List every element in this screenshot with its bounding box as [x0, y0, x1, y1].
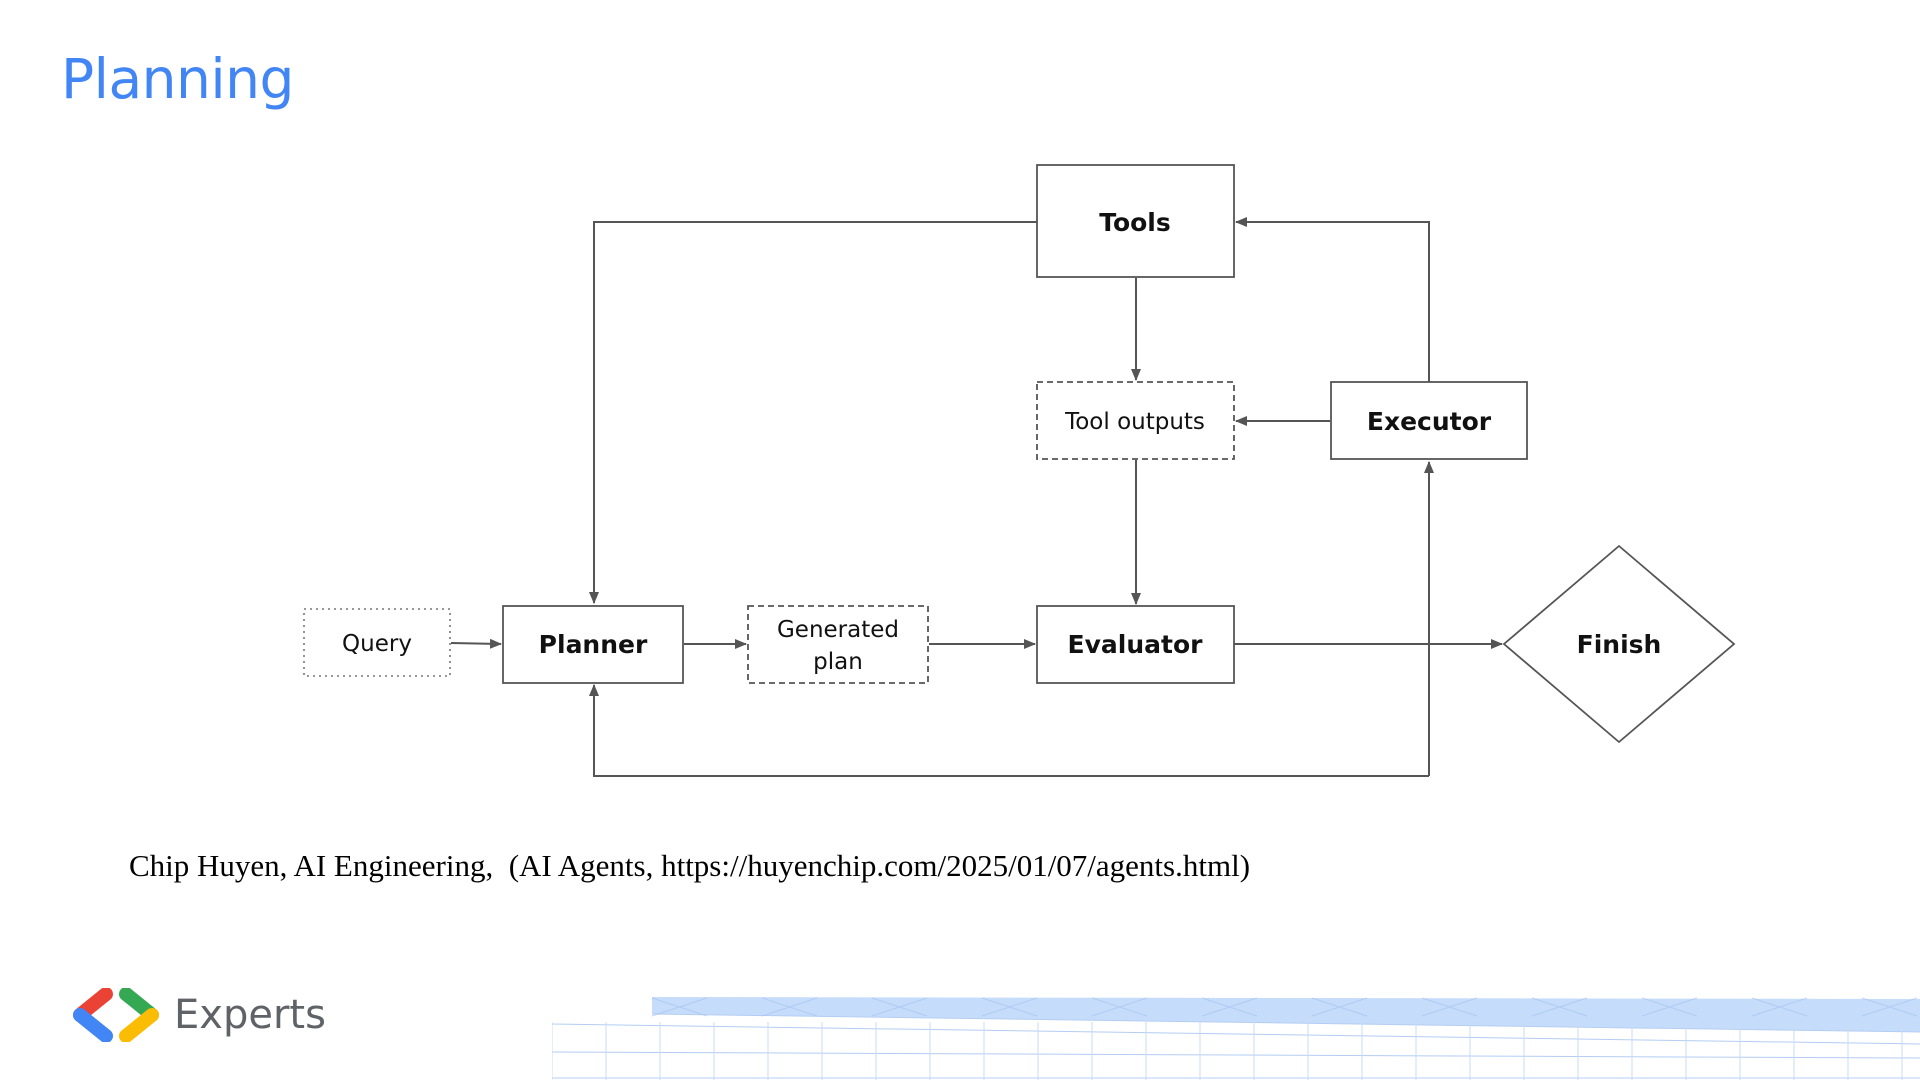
node-executor-label: Executor — [1367, 407, 1492, 436]
band-diagonal-pattern — [871, 997, 928, 1017]
edge-executor-to-tools — [1235, 217, 1430, 382]
citation-text: Chip Huyen, AI Engineering, (AI Agents, … — [129, 848, 1251, 883]
node-planner-label: Planner — [539, 630, 648, 659]
edge-tools-to-planner — [589, 221, 1037, 604]
slide-title: Planning — [61, 47, 294, 111]
band-diagonal-pattern — [1311, 997, 1368, 1017]
footer-brand: Experts — [174, 992, 326, 1038]
band-diagonal-pattern — [981, 997, 1038, 1017]
node-evaluator: Evaluator — [1036, 605, 1235, 684]
node-generated-plan-label-line2: plan — [813, 649, 863, 675]
band-diagonal-pattern — [1531, 997, 1588, 1017]
google-developers-chevrons-icon — [73, 988, 159, 1042]
band-diagonal-pattern — [761, 997, 818, 1017]
band-diagonal-pattern — [1091, 997, 1148, 1017]
node-tools-label: Tools — [1099, 208, 1171, 237]
node-tools: Tools — [1036, 164, 1235, 278]
band-diagonal-pattern — [1861, 997, 1918, 1017]
node-finish-label: Finish — [1577, 630, 1662, 659]
edge-query-to-planner — [450, 638, 502, 649]
edge-loop-to-planner — [589, 684, 1429, 777]
band-diagonal-pattern — [651, 997, 708, 1017]
band-diagonal-pattern — [1751, 997, 1808, 1017]
node-query-label: Query — [342, 631, 412, 657]
node-finish: Finish — [1502, 544, 1736, 744]
node-evaluator-label: Evaluator — [1068, 630, 1204, 659]
node-tool-outputs: Tool outputs — [1036, 381, 1235, 460]
node-planner: Planner — [502, 605, 684, 684]
band-diagonal-pattern — [1641, 997, 1698, 1017]
band-diagonal-pattern — [1421, 997, 1478, 1017]
node-tool-outputs-label: Tool outputs — [1064, 409, 1205, 435]
node-executor: Executor — [1330, 381, 1528, 460]
node-generated-plan-label-line1: Generated — [777, 617, 899, 643]
node-generated-plan: Generated plan — [747, 605, 929, 684]
band-diagonal-pattern — [1201, 997, 1258, 1017]
node-query: Query — [303, 608, 451, 677]
footer-decorative-band — [552, 997, 1920, 1080]
